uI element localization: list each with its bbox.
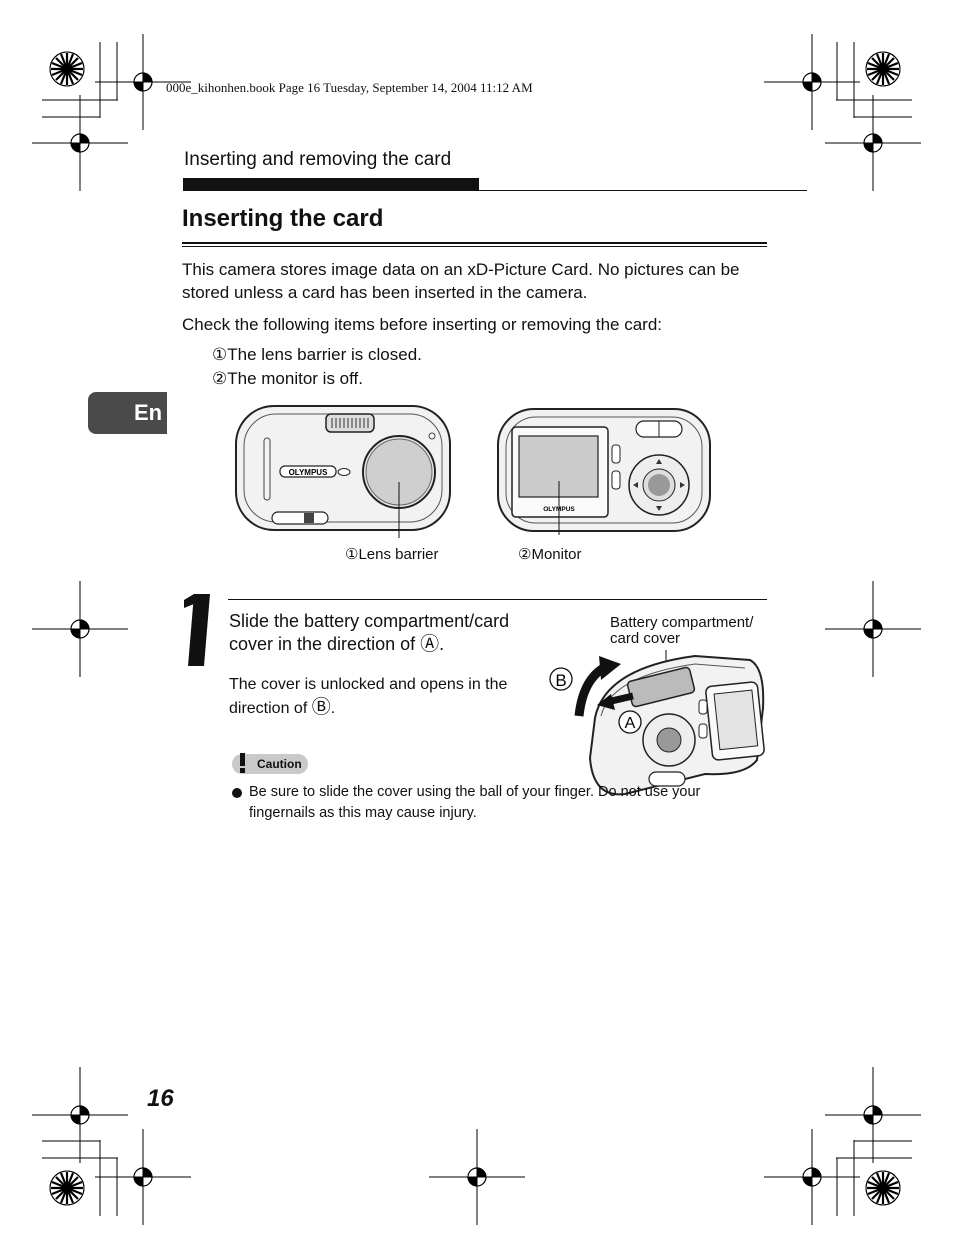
caution-label: Caution	[257, 757, 302, 771]
lens-barrier-caption: ①Lens barrier	[345, 546, 439, 563]
title-rule	[182, 242, 767, 244]
direction-a-symbol: Ⓐ	[420, 634, 440, 655]
callout-line2: card cover	[610, 630, 681, 647]
label-a: A	[625, 715, 636, 732]
direction-b-symbol: Ⓑ	[311, 697, 331, 718]
battery-cover-illustration: B A	[549, 650, 765, 796]
step-instruction-line1: Slide the battery compartment/card	[229, 611, 510, 631]
intro-paragraph: This camera stores image data on an xD-P…	[182, 260, 740, 302]
step-detail-line1: The cover is unlocked and opens in the	[229, 676, 508, 693]
language-tab	[88, 392, 167, 434]
step-instruction-line2: cover in the direction of	[229, 634, 421, 654]
check-item-1: ①The lens barrier is closed.	[212, 345, 422, 364]
step-detail: The cover is unlocked and opens in the d…	[229, 676, 508, 718]
monitor-caption: ②Monitor	[518, 546, 582, 563]
caution-badge	[232, 754, 308, 774]
bullet-icon	[232, 788, 242, 798]
language-tab-label: En	[134, 400, 163, 425]
camera-back-illustration: OLYMPUS	[497, 408, 711, 535]
print-slug: 000e_kihonhen.book Page 16 Tuesday, Sept…	[166, 80, 533, 95]
section-bar	[183, 178, 479, 191]
brand-logo: OLYMPUS	[289, 468, 328, 477]
section-title: Inserting and removing the card	[184, 149, 452, 170]
page-title: Inserting the card	[182, 205, 384, 232]
check-item-2: ②The monitor is off.	[212, 369, 363, 388]
section-rule	[479, 190, 807, 191]
step-number-graphic: 1	[180, 590, 210, 666]
step-instruction: Slide the battery compartment/card cover…	[229, 611, 510, 655]
warning-icon	[240, 753, 245, 773]
page-number: 16	[147, 1085, 174, 1112]
step-number: 1	[180, 590, 181, 591]
callout-line1: Battery compartment/	[610, 614, 754, 631]
step-rule	[228, 599, 767, 600]
label-b: B	[555, 671, 566, 690]
step-detail-line2: direction of	[229, 700, 312, 717]
battery-cover-callout: Battery compartment/ card cover	[610, 615, 753, 647]
title-rule-thin	[182, 246, 767, 247]
caution-text: Be sure to slide the cover using the bal…	[249, 784, 701, 821]
check-line: Check the following items before inserti…	[182, 315, 663, 334]
camera-front-illustration: OLYMPUS	[235, 405, 451, 538]
